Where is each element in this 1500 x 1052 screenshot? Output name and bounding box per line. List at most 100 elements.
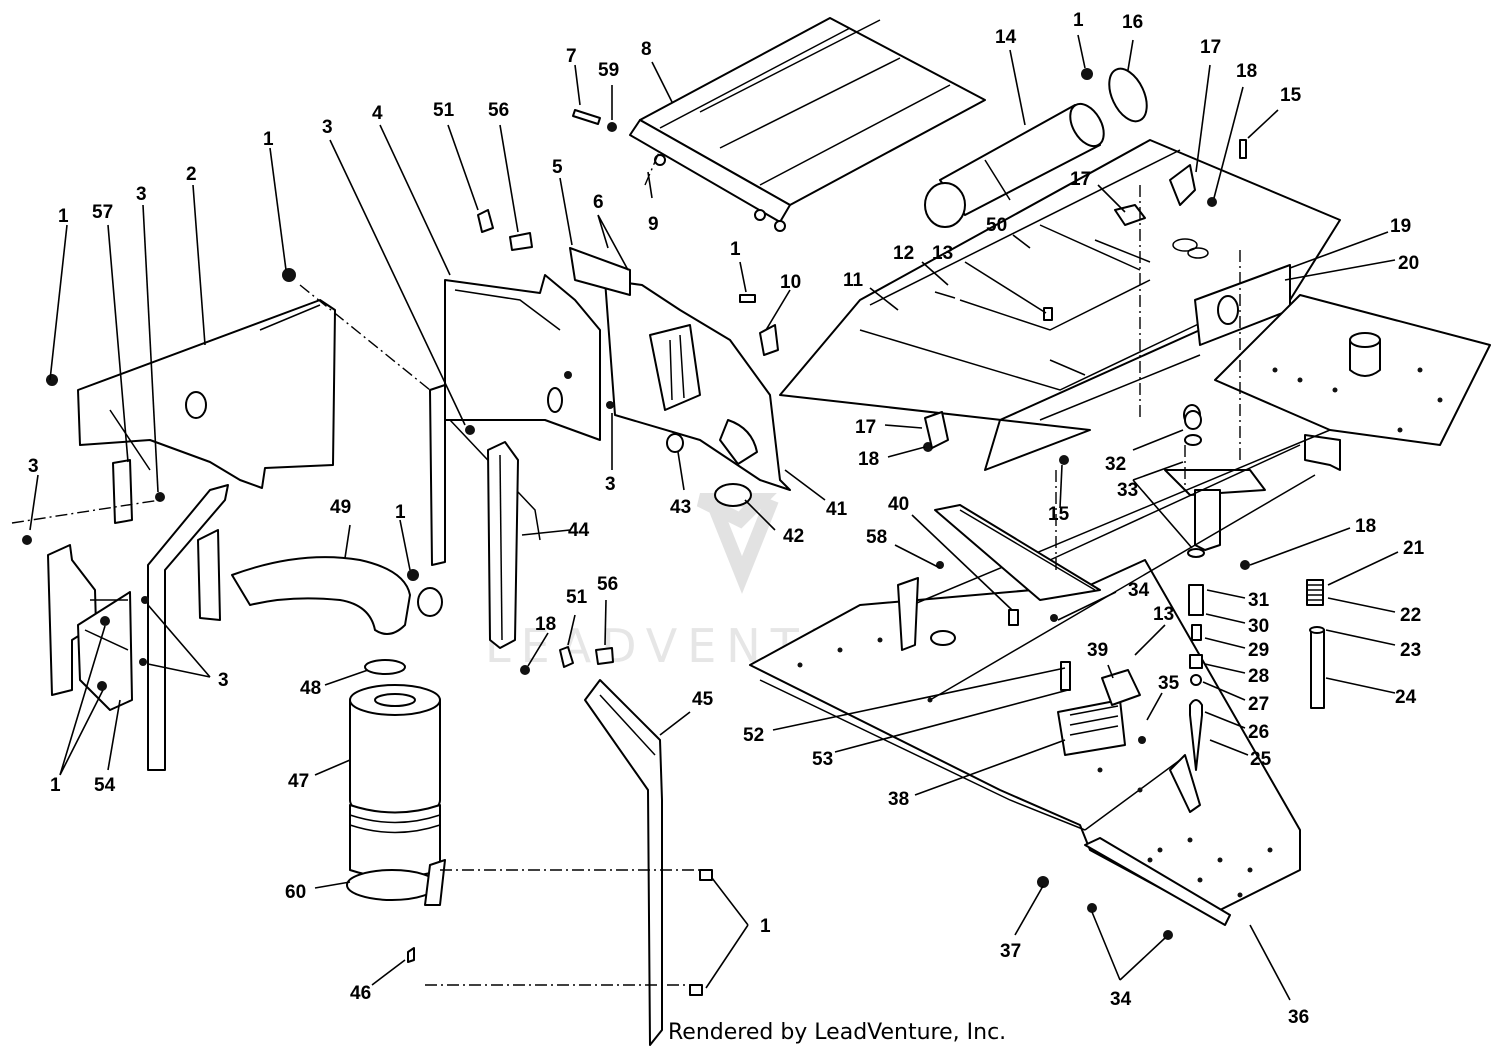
muffler-part xyxy=(924,102,1105,228)
callout-34: 34 xyxy=(1128,580,1150,601)
callout-39: 39 xyxy=(1087,640,1108,661)
callout-20: 20 xyxy=(1398,253,1419,274)
callout-34: 34 xyxy=(1110,989,1132,1010)
support-bracket-part xyxy=(934,504,1101,601)
callout-24: 24 xyxy=(1395,687,1417,708)
callout-53: 53 xyxy=(812,749,833,770)
fender-deck-part xyxy=(779,139,1341,471)
callout-40: 40 xyxy=(888,494,909,515)
spring-part xyxy=(1306,579,1324,606)
callout-17: 17 xyxy=(1070,169,1091,190)
callout-8: 8 xyxy=(641,39,652,60)
callout-3: 3 xyxy=(322,117,333,138)
frame-rails xyxy=(899,429,1331,701)
fastener-parts xyxy=(22,68,1250,996)
callout-15: 15 xyxy=(1048,504,1070,525)
callout-3: 3 xyxy=(218,670,229,691)
callout-12: 12 xyxy=(893,243,914,264)
callout-44: 44 xyxy=(568,520,590,541)
callout-4: 4 xyxy=(372,103,383,124)
dash-strip-part xyxy=(584,679,663,1046)
clamp-part xyxy=(1108,67,1196,206)
callout-25: 25 xyxy=(1250,749,1272,770)
callout-23: 23 xyxy=(1400,640,1421,661)
callout-1: 1 xyxy=(58,206,69,227)
callout-47: 47 xyxy=(288,771,309,792)
callout-10: 10 xyxy=(780,272,801,293)
callout-26: 26 xyxy=(1248,722,1269,743)
callout-2: 2 xyxy=(186,164,197,185)
callout-50: 50 xyxy=(986,215,1007,236)
tube-guide-part xyxy=(897,577,956,651)
actuator-stack-part xyxy=(1187,548,1205,771)
alignment-lines xyxy=(11,149,1241,986)
intake-tube-part xyxy=(231,556,443,635)
callout-33: 33 xyxy=(1117,480,1138,501)
callout-1: 1 xyxy=(730,239,741,260)
callout-3: 3 xyxy=(28,456,39,477)
callout-3: 3 xyxy=(605,474,616,495)
callout-29: 29 xyxy=(1248,640,1269,661)
callout-36: 36 xyxy=(1288,1007,1309,1028)
spacer-plate-part xyxy=(112,459,133,524)
callout-41: 41 xyxy=(826,499,848,520)
callout-57: 57 xyxy=(92,202,113,223)
relay-part xyxy=(1101,669,1141,706)
callout-52: 52 xyxy=(743,725,764,746)
callout-labels: 1 57 3 2 1 3 4 51 56 5 6 7 59 8 9 1 10 3… xyxy=(28,10,1425,1028)
callout-56: 56 xyxy=(488,100,509,121)
callout-48: 48 xyxy=(300,678,321,699)
center-shroud-part xyxy=(444,274,601,541)
callout-6: 6 xyxy=(593,192,604,213)
callout-9: 9 xyxy=(648,214,659,235)
callout-22: 22 xyxy=(1400,605,1421,626)
callout-60: 60 xyxy=(285,882,306,903)
callout-45: 45 xyxy=(692,689,714,710)
left-bracket-part xyxy=(47,544,133,711)
callout-21: 21 xyxy=(1403,538,1425,559)
right-plate-part xyxy=(1214,294,1491,471)
callout-13: 13 xyxy=(932,243,953,264)
upright-bracket-part xyxy=(147,484,229,771)
callout-16: 16 xyxy=(1122,12,1143,33)
callout-46: 46 xyxy=(350,983,371,1004)
callout-18: 18 xyxy=(535,614,556,635)
callout-13: 13 xyxy=(1153,604,1174,625)
callout-18: 18 xyxy=(1236,61,1257,82)
callout-15: 15 xyxy=(1280,85,1302,106)
callout-18: 18 xyxy=(858,449,879,470)
callout-42: 42 xyxy=(783,526,804,547)
callout-17: 17 xyxy=(1200,37,1221,58)
callout-28: 28 xyxy=(1248,666,1269,687)
leader-lines xyxy=(29,34,1399,1001)
callout-1: 1 xyxy=(395,502,406,523)
callout-51: 51 xyxy=(433,100,455,121)
label-part xyxy=(759,324,779,356)
callout-43: 43 xyxy=(670,497,691,518)
callout-58: 58 xyxy=(866,527,887,548)
callout-1: 1 xyxy=(1073,10,1084,31)
channel-bracket-part xyxy=(487,441,519,649)
seat-frame-part xyxy=(572,17,986,232)
callout-51: 51 xyxy=(566,587,588,608)
callout-49: 49 xyxy=(330,497,351,518)
callout-1: 1 xyxy=(263,129,274,150)
callout-7: 7 xyxy=(566,46,577,67)
callout-3: 3 xyxy=(136,184,147,205)
callout-14: 14 xyxy=(995,27,1017,48)
main-frame-pan-part xyxy=(749,559,1301,926)
callout-35: 35 xyxy=(1158,673,1180,694)
control-plate-part xyxy=(569,247,791,491)
vertical-strip-part xyxy=(429,384,446,566)
callout-37: 37 xyxy=(1000,941,1021,962)
callout-56: 56 xyxy=(597,574,618,595)
callout-5: 5 xyxy=(552,157,563,178)
callout-1: 1 xyxy=(50,775,61,796)
callout-54: 54 xyxy=(94,775,116,796)
callout-18: 18 xyxy=(1355,516,1376,537)
callout-17: 17 xyxy=(855,417,876,438)
render-credit: Rendered by LeadVenture, Inc. xyxy=(668,1020,1006,1045)
callout-59: 59 xyxy=(598,60,619,81)
grommet-part xyxy=(666,433,752,507)
